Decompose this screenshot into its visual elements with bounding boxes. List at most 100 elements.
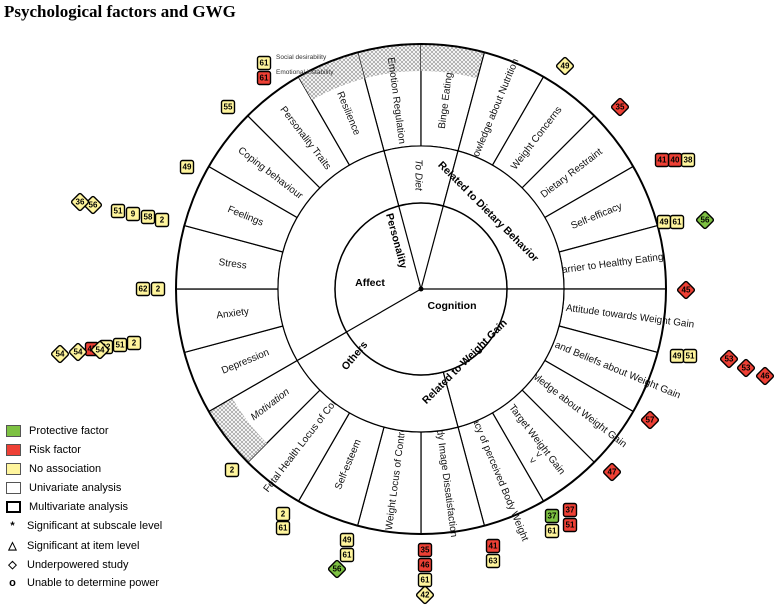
badge: 53 (719, 349, 739, 369)
badge: 51 (682, 348, 698, 364)
legend-item: * Significant at subscale level (6, 520, 162, 532)
core-divider-2 (346, 288, 422, 333)
badge: 55 (220, 99, 236, 115)
badge-ref: 35 (616, 103, 625, 112)
badge-ref: 58 (144, 213, 153, 222)
badge-box (417, 542, 433, 558)
legend-item: o Unable to determine power (6, 577, 159, 589)
badge-ref: 47 (608, 468, 617, 477)
badge-box (179, 159, 195, 175)
badge-box (126, 335, 142, 351)
legend-item: ◇ Underpowered study (6, 558, 129, 572)
legend-label: Significant at subscale level (27, 520, 163, 532)
segment-hatch-23 (298, 52, 365, 101)
badge: 49 (179, 159, 195, 175)
badge-ref: 57 (646, 416, 655, 425)
badge-ref: 40 (671, 156, 680, 165)
badge: 36 (70, 192, 90, 212)
badge-box (339, 547, 355, 563)
badge-ref: 42 (421, 591, 430, 600)
badge: 41 (654, 152, 670, 168)
badge-box (68, 342, 88, 362)
badge: 41 (485, 538, 501, 554)
badge-box (676, 280, 696, 300)
badge-ref: 54 (96, 346, 105, 355)
legend-swatch (6, 463, 21, 475)
badge-box (50, 344, 70, 364)
badge: 47 (602, 462, 622, 482)
badge-box (736, 358, 756, 378)
badge: 9 (125, 206, 141, 222)
badge-ref: 51 (686, 352, 695, 361)
badge-ref: 49 (183, 163, 192, 172)
legend-label: No association (29, 463, 102, 475)
badge-ref: 36 (76, 198, 85, 207)
badge-ref: 54 (74, 348, 83, 357)
segment-hatch-0 (357, 44, 421, 79)
badge-box (90, 340, 110, 360)
legend-item: Multivariate analysis (6, 501, 128, 513)
badge-box (417, 557, 433, 573)
badge-box (415, 585, 435, 605)
legend-swatch: * (10, 520, 15, 532)
badge-ref: 37 (566, 506, 575, 515)
badge: 58 (140, 209, 156, 225)
badge: 51 (112, 337, 128, 353)
badge-ref: 61 (343, 551, 352, 560)
badge: 62 (135, 281, 151, 297)
badge-box (256, 70, 272, 86)
legend-swatch: ◇ (8, 559, 17, 571)
badge: 2 (126, 335, 142, 351)
badge: 61 (339, 547, 355, 563)
legend-swatch: △ (8, 540, 17, 552)
badge-ref: 54 (56, 350, 65, 359)
badge-box (140, 209, 156, 225)
badge-ref: 62 (139, 285, 148, 294)
badge-box (70, 192, 90, 212)
badge-ref: 9 (131, 210, 136, 219)
legend-label: Underpowered study (27, 558, 129, 571)
segment-hatch-16 (208, 398, 267, 463)
legend-swatch (6, 501, 21, 513)
badge-box (485, 538, 501, 554)
legend-item: Risk factor (6, 444, 81, 456)
badge-box (640, 410, 660, 430)
badge-ref: 49 (343, 536, 352, 545)
center-dot (418, 286, 424, 292)
badge: 37 (562, 502, 578, 518)
badge: 54 (68, 342, 88, 362)
badge: 2 (275, 506, 291, 522)
category-label-affect: Affect (355, 277, 385, 289)
badge-ref: 37 (548, 512, 557, 521)
badge-box (544, 523, 560, 539)
badge: 46 (755, 366, 775, 386)
badge-ref: 41 (489, 542, 498, 551)
badge-ref: 2 (230, 466, 235, 475)
legend-item: No association (6, 463, 101, 475)
badge-box (154, 212, 170, 228)
to-diet-label: To Diet (412, 159, 423, 192)
core-divider-1 (420, 205, 444, 290)
badge: 63 (485, 553, 501, 569)
badge-ref: 49 (660, 218, 669, 227)
badge-box (256, 55, 272, 71)
badge-ref: 55 (224, 103, 233, 112)
legend-swatch: o (9, 577, 16, 589)
badge: 56 (695, 210, 715, 230)
badge: 51 (562, 517, 578, 533)
badge-box (485, 553, 501, 569)
badge-box (327, 559, 347, 579)
badge-ref: 61 (673, 218, 682, 227)
segment-hatch-1 (421, 44, 485, 79)
badge-box (224, 462, 240, 478)
badge: 61 (669, 214, 685, 230)
badge-ref: 56 (89, 201, 98, 210)
badge-ref: 61 (548, 527, 557, 536)
legend-label: Unable to determine power (27, 577, 160, 589)
badge-box (562, 502, 578, 518)
badge-note: Emotional instability (276, 69, 334, 76)
badge-box (110, 203, 126, 219)
legend-label: Multivariate analysis (29, 501, 129, 513)
badge: 2 (154, 212, 170, 228)
